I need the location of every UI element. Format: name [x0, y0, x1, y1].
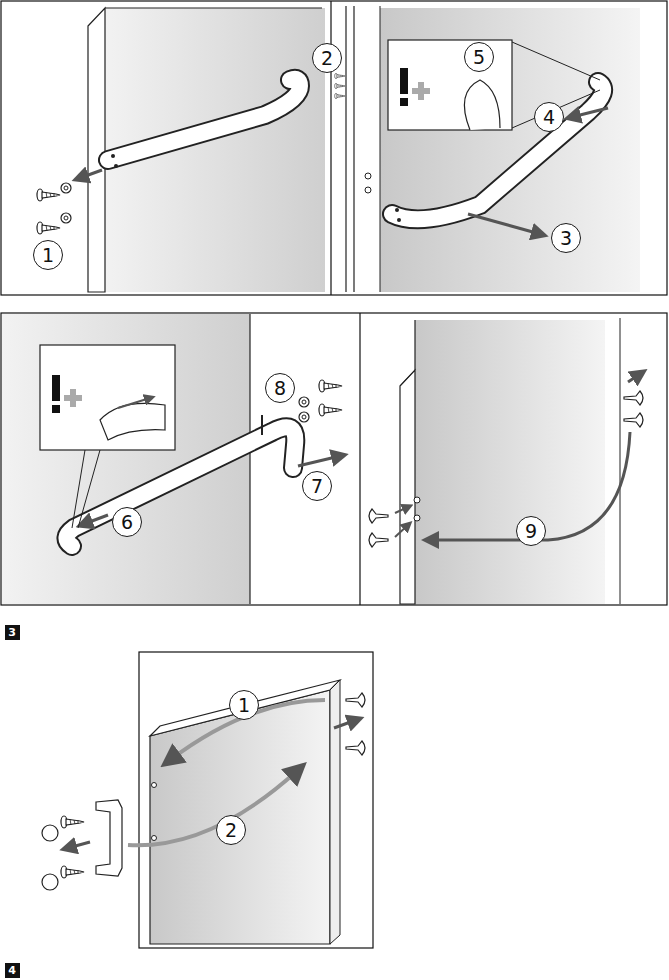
callout-number: 1	[229, 690, 259, 720]
callout-number: 2	[312, 43, 342, 73]
number-text: 4	[8, 965, 16, 976]
number-text: 5	[473, 48, 485, 67]
callout-number: 3	[551, 223, 581, 253]
number-text: 6	[121, 513, 133, 532]
number-text: 9	[525, 522, 537, 541]
number-text: 3	[560, 229, 572, 248]
number-text: 1	[42, 246, 54, 265]
number-text: 7	[311, 477, 323, 496]
callout-number: 8	[265, 373, 295, 403]
number-text: 8	[274, 379, 286, 398]
number-text: 2	[225, 821, 237, 840]
number-text: 2	[321, 49, 333, 68]
callout-number: 2	[216, 815, 246, 845]
number-text: 4	[543, 108, 555, 127]
callout-number: 5	[464, 42, 494, 72]
figure-number: 3	[5, 625, 20, 640]
number-text: 1	[238, 696, 250, 715]
callout-number: 9	[516, 516, 546, 546]
callout-number: 7	[302, 471, 332, 501]
callout-number: 6	[112, 507, 142, 537]
callout-number: 4	[534, 102, 564, 132]
callout-number: 1	[33, 240, 63, 270]
figure-number: 4	[5, 963, 20, 978]
number-text: 3	[8, 627, 16, 638]
